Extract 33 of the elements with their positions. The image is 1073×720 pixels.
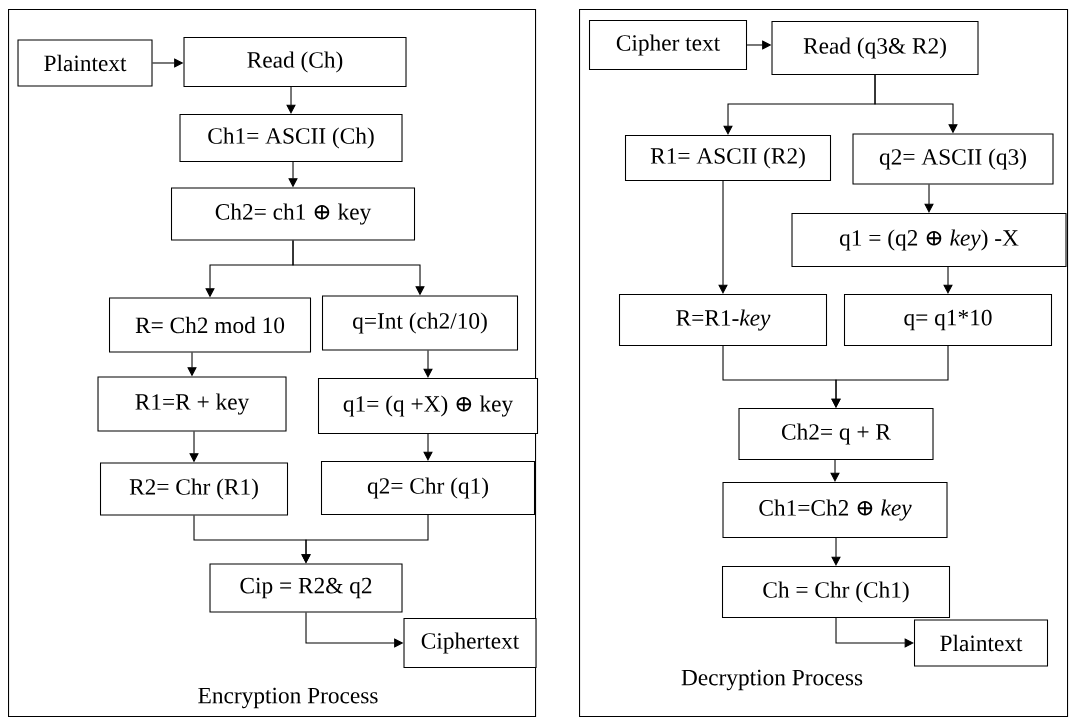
process-box: Ch2= q + R xyxy=(738,407,934,461)
process-box: q2= ASCII (q3) xyxy=(852,133,1054,185)
arrow xyxy=(718,180,728,294)
arrow xyxy=(831,537,841,566)
arrow xyxy=(835,617,914,648)
process-box: Ciphertext xyxy=(403,617,537,669)
process-box: Ch2= ch1 ⊕ key xyxy=(170,187,416,241)
arrow xyxy=(423,433,433,461)
arrow xyxy=(831,345,949,408)
process-box: Cipher text xyxy=(588,19,748,71)
process-box: R=R1-key xyxy=(618,293,828,347)
process-box: Plaintext xyxy=(913,619,1049,667)
process-box: q2= Chr (q1) xyxy=(320,460,536,516)
arrow xyxy=(423,350,433,378)
process-box: q1 = (q2 ⊕ key) -X xyxy=(791,212,1067,268)
process-box: q=Int (ch2/10) xyxy=(321,295,519,351)
process-box: Plaintext xyxy=(17,39,153,87)
process-box: q1= (q +X) ⊕ key xyxy=(317,377,539,435)
arrow xyxy=(286,86,296,114)
process-box: R1=R + key xyxy=(97,376,287,432)
arrow xyxy=(924,184,934,213)
process-box: Ch1= ASCII (Ch) xyxy=(179,113,403,163)
process-box: Cip = R2& q2 xyxy=(209,563,403,613)
process-box: R= Ch2 mod 10 xyxy=(108,297,312,353)
process-box: Read (q3& R2) xyxy=(771,20,979,76)
process-box: R1= ASCII (R2) xyxy=(624,134,832,182)
process-box: q= q1*10 xyxy=(843,293,1053,347)
process-box: Ch = Chr (Ch1) xyxy=(721,565,951,619)
process-box: Ch1=Ch2 ⊕ key xyxy=(722,481,948,539)
process-box: Read (Ch) xyxy=(183,36,407,88)
arrow xyxy=(830,459,840,482)
arrow xyxy=(943,266,953,294)
process-box: R2= Chr (R1) xyxy=(99,462,289,516)
